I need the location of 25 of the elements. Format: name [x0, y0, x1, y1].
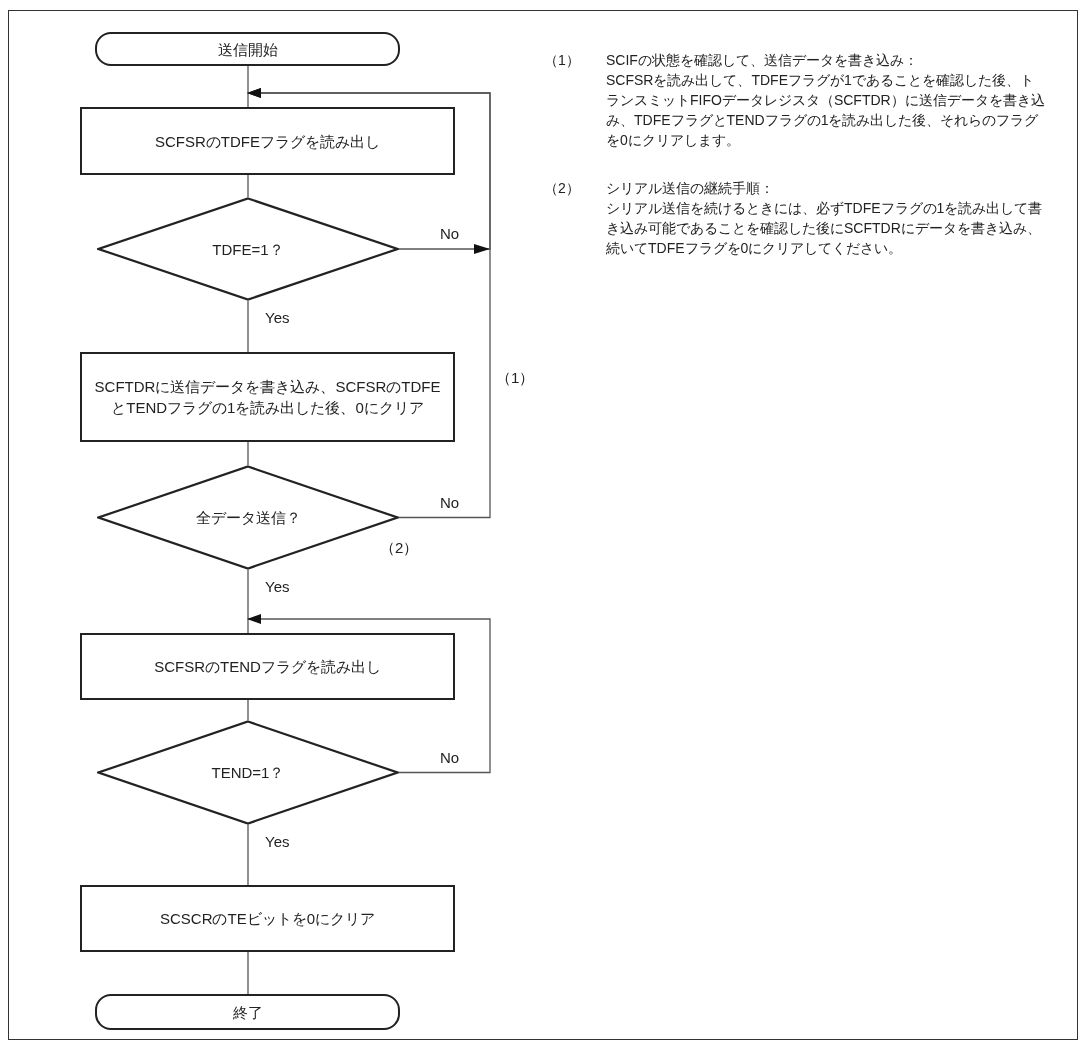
note-number: （2）: [544, 179, 581, 198]
node-text: 全データ送信？: [195, 508, 301, 528]
note-heading: シリアル送信の継続手順：: [606, 179, 775, 198]
node-text: SCFSRのTENDフラグを読み出し: [154, 657, 381, 677]
decision-diamond: [97, 197, 399, 301]
node-text: TDFE=1？: [212, 239, 284, 260]
process-box: [80, 885, 455, 952]
callout-number: （1）: [496, 368, 535, 388]
callout-number: （2）: [380, 538, 419, 558]
terminal-box: [95, 32, 400, 66]
note-number: （1）: [544, 51, 581, 70]
node-text: 終了: [232, 1002, 263, 1023]
process-box: [80, 633, 455, 700]
node-text: 送信開始: [217, 39, 278, 60]
process-box: [80, 107, 455, 175]
node-text: SCSCRのTEビットを0にクリア: [160, 909, 375, 929]
node-text: SCFTDRに送信データを書き込み、SCFSRのTDFEとTENDフラグの1を読み出した後、0にクリア: [94, 377, 441, 418]
decision-diamond: [97, 720, 399, 825]
node-text: SCFSRのTDFEフラグを読み出し: [155, 131, 380, 152]
node-text: TEND=1？: [211, 763, 285, 783]
process-box: [80, 352, 455, 442]
note-text: SCFSRを読み出して、TDFEフラグが1であることを確認した後、トランスミットFIFOデータレジスタ（SCFTDR）に送信データを書き込み、TDFEフラグとTENDフラグの1を読み出した後、それらのフラグを0にクリアします。: [606, 71, 1046, 150]
terminal-box: [95, 994, 400, 1030]
note-heading: SCIFの状態を確認して、送信データを書き込み：: [606, 51, 919, 70]
note-text: シリアル送信を続けるときには、必ずTDFEフラグの1を読み出して書き込み可能であることを確認した後にSCFTDRにデータを書き込み、続いてTDFEフラグを0にクリアしてください。: [606, 199, 1044, 258]
